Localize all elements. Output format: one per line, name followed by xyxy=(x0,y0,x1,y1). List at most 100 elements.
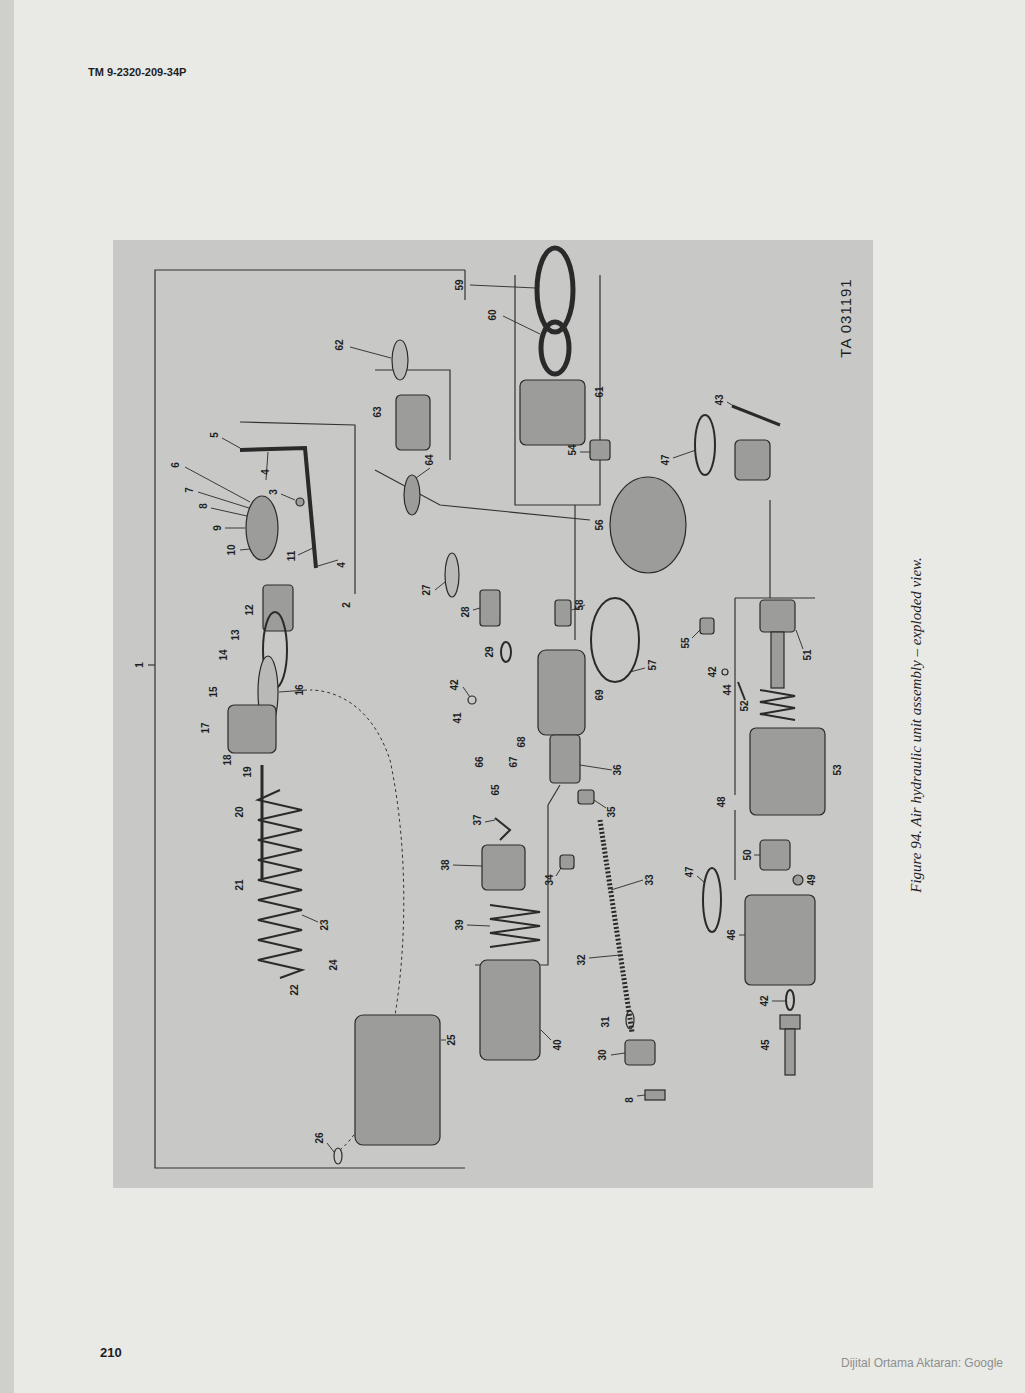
part-outline xyxy=(480,960,540,1060)
part-outline xyxy=(263,585,293,631)
callout-number: 44 xyxy=(723,684,733,695)
callout-number: 51 xyxy=(803,649,813,660)
leader-line xyxy=(630,668,645,672)
callout-number: 28 xyxy=(461,606,471,617)
leader-line xyxy=(240,549,250,550)
leader-line xyxy=(580,452,590,453)
leader-line xyxy=(727,402,740,410)
callout-number: 20 xyxy=(235,806,245,817)
callout-number: 31 xyxy=(601,1016,611,1027)
callout-number: 43 xyxy=(715,394,725,405)
callout-number: 25 xyxy=(447,1034,457,1045)
part-outline xyxy=(750,728,825,815)
leader-line xyxy=(416,468,430,478)
callout-number: 12 xyxy=(245,604,255,615)
part-outline xyxy=(771,632,784,688)
part-outline xyxy=(610,477,686,573)
callout-number: 62 xyxy=(335,339,345,350)
callout-number: 35 xyxy=(607,806,617,817)
part-outline xyxy=(468,696,476,704)
callout-number: 8 xyxy=(625,1097,635,1103)
part-outline xyxy=(745,895,815,985)
leader-line xyxy=(739,935,745,936)
callout-number: 46 xyxy=(727,929,737,940)
part-outline xyxy=(590,440,610,460)
callout-number: 66 xyxy=(475,756,485,767)
callout-number: 39 xyxy=(455,919,465,930)
callout-number: 37 xyxy=(473,814,483,825)
part-outline xyxy=(555,600,571,626)
leader-line xyxy=(754,855,760,856)
callout-number: 11 xyxy=(287,551,297,562)
page-number: 210 xyxy=(100,1346,122,1359)
part-outline xyxy=(625,1040,655,1065)
figure-caption: Figure 94. Air hydraulic unit assembly –… xyxy=(909,557,924,893)
part-outline xyxy=(480,590,500,626)
part-outline xyxy=(600,820,632,1032)
callout-number: 22 xyxy=(290,984,300,995)
part-outline xyxy=(793,875,803,885)
leader-line xyxy=(185,285,803,1152)
callout-number: 18 xyxy=(223,754,233,765)
callout-number: 55 xyxy=(681,637,691,648)
callout-number: 2 xyxy=(342,602,352,608)
part-outline xyxy=(786,990,794,1010)
part-outline xyxy=(591,598,639,682)
bracket-line xyxy=(548,785,560,805)
callout-number: 14 xyxy=(219,649,229,660)
leader-line xyxy=(594,800,606,808)
leader-line xyxy=(211,508,247,516)
bracket-line xyxy=(240,422,355,594)
leader-line xyxy=(796,630,803,649)
callout-number: 53 xyxy=(833,764,843,775)
part-outline xyxy=(392,340,408,380)
callout-number: 8 xyxy=(199,503,209,509)
bracket-line xyxy=(574,505,575,640)
part-outline xyxy=(482,845,525,890)
callout-number: 54 xyxy=(568,444,578,455)
leader-line xyxy=(470,285,536,288)
callout-number: 7 xyxy=(185,487,195,493)
callout-number: 42 xyxy=(708,666,718,677)
callout-number: 68 xyxy=(517,736,527,747)
callout-number: 21 xyxy=(235,879,245,890)
leader-line xyxy=(463,687,470,697)
bracket-line xyxy=(155,270,465,1168)
part-outline xyxy=(538,650,585,735)
part-outline xyxy=(722,669,728,675)
part-outline xyxy=(695,415,715,475)
callout-number: 34 xyxy=(545,874,555,885)
leader-line xyxy=(350,347,391,358)
callout-number: 30 xyxy=(598,1049,608,1060)
callout-number: 23 xyxy=(320,919,330,930)
leader-line xyxy=(503,316,540,334)
callout-number: 60 xyxy=(488,309,498,320)
leader-line xyxy=(302,915,318,922)
callout-number: 24 xyxy=(329,959,339,970)
callout-number: 32 xyxy=(577,954,587,965)
part-outline xyxy=(537,248,573,332)
part-outline xyxy=(246,496,278,560)
part-outline xyxy=(404,475,420,515)
callout-number: 41 xyxy=(453,712,463,723)
part-outline xyxy=(626,1011,634,1029)
part-outline xyxy=(760,690,795,720)
callout-number: 9 xyxy=(213,525,223,531)
leader-line xyxy=(611,880,643,890)
leader-line xyxy=(697,876,704,882)
callout-number: 50 xyxy=(743,849,753,860)
callout-number: 19 xyxy=(243,766,253,777)
bracket-line xyxy=(735,597,815,598)
bracket-line xyxy=(148,270,815,1168)
leader-line xyxy=(673,450,696,458)
callout-number: 3 xyxy=(269,489,279,495)
callout-number: 56 xyxy=(595,519,605,530)
callout-number: 65 xyxy=(491,784,501,795)
part-outline xyxy=(445,553,459,597)
leader-line xyxy=(541,1030,551,1040)
callout-number: 33 xyxy=(645,874,655,885)
callout-number: 69 xyxy=(595,689,605,700)
callout-number: 17 xyxy=(201,722,211,733)
part-outline xyxy=(550,735,580,783)
